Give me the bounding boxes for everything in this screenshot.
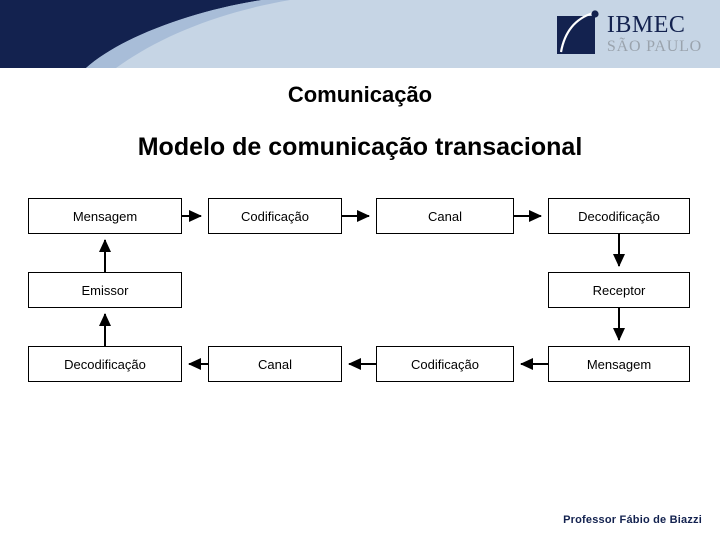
node-mensagem-bottom[interactable]: Mensagem bbox=[548, 346, 690, 382]
node-codificacao-bottom[interactable]: Codificação bbox=[376, 346, 514, 382]
node-canal-bottom[interactable]: Canal bbox=[208, 346, 342, 382]
ibmec-logo: IBMEC SÃO PAULO bbox=[556, 10, 702, 55]
node-label: Decodificação bbox=[64, 356, 146, 372]
node-emissor[interactable]: Emissor bbox=[28, 272, 182, 308]
logo-swoosh bbox=[559, 11, 594, 53]
banner-navy-shape bbox=[0, 0, 262, 68]
node-receptor[interactable]: Receptor bbox=[548, 272, 690, 308]
node-label: Codificação bbox=[411, 356, 479, 372]
slide-subtitle: Modelo de comunicação transacional bbox=[137, 133, 583, 161]
node-label: Canal bbox=[428, 208, 462, 224]
footer-credit: Professor Fábio de Biazzi bbox=[563, 514, 702, 526]
node-decodificacao-bottom[interactable]: Decodificação bbox=[28, 346, 182, 382]
slide-title: Comunicação bbox=[287, 82, 433, 107]
communication-model-diagram: Mensagem Codificação Canal Decodificação… bbox=[0, 190, 720, 390]
node-label: Mensagem bbox=[72, 208, 138, 224]
node-label: Decodificação bbox=[578, 208, 660, 224]
logo-wordmark: IBMEC SÃO PAULO bbox=[607, 10, 702, 55]
node-label: Canal bbox=[258, 356, 292, 372]
logo-primary-text: IBMEC bbox=[606, 12, 686, 38]
logo-secondary-text: SÃO PAULO bbox=[606, 38, 702, 55]
node-mensagem-top[interactable]: Mensagem bbox=[28, 198, 182, 234]
logo-dot bbox=[591, 10, 599, 18]
node-label: Mensagem bbox=[586, 356, 652, 372]
node-codificacao-top[interactable]: Codificação bbox=[208, 198, 342, 234]
node-label: Receptor bbox=[592, 282, 646, 298]
node-label: Emissor bbox=[81, 282, 129, 298]
banner-mid-edge bbox=[86, 0, 290, 68]
node-decodificacao-top[interactable]: Decodificação bbox=[548, 198, 690, 234]
diagram-connectors bbox=[99, 210, 625, 370]
connector-group bbox=[99, 210, 625, 370]
node-canal-top[interactable]: Canal bbox=[376, 198, 514, 234]
ibmec-logo-mark-icon bbox=[556, 10, 599, 54]
node-label: Codificação bbox=[241, 208, 309, 224]
